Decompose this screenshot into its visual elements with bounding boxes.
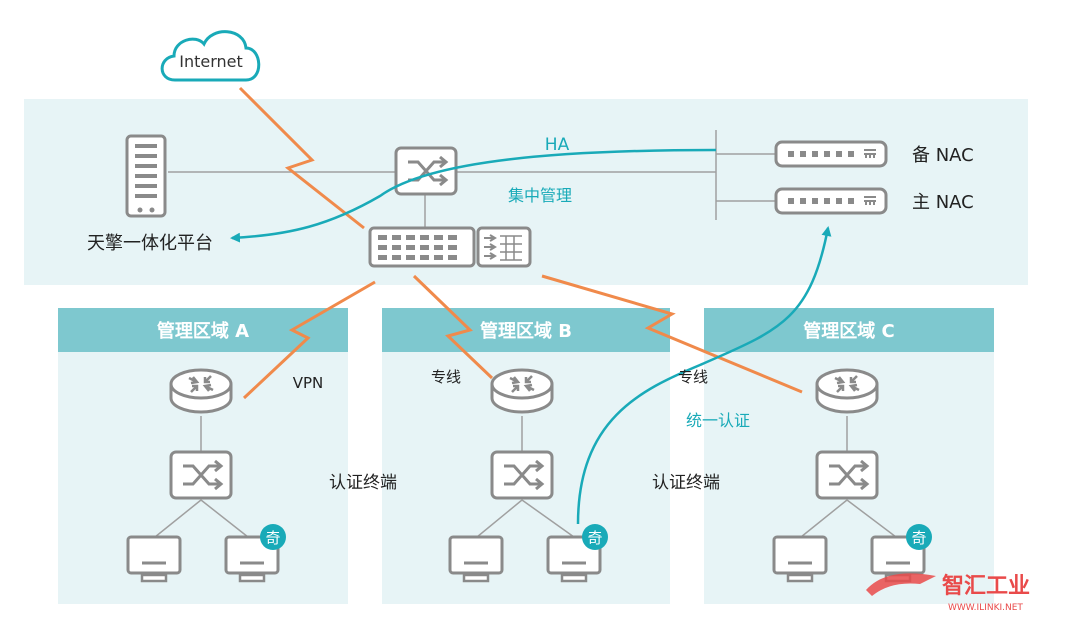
backup-nac-label: 备 NAC <box>912 145 974 166</box>
switch-icon-c <box>815 450 879 500</box>
auth-terminal-label-2: 认证终端 <box>652 473 720 493</box>
core-lines <box>168 130 776 230</box>
internet-label: Internet <box>179 52 243 71</box>
terminal-icon-a1 <box>126 535 182 583</box>
router-icon-a <box>169 368 233 414</box>
vpn-link <box>242 280 376 400</box>
unified-auth-flow <box>576 226 832 525</box>
server-icon <box>125 134 167 218</box>
firewall-icon <box>476 226 532 268</box>
svg-text:奇: 奇 <box>911 529 926 547</box>
agent-badge-a: 奇 <box>260 524 286 550</box>
central-management-label: 集中管理 <box>508 186 572 205</box>
agent-badge-c: 奇 <box>906 524 932 550</box>
internet-cloud-icon: Internet <box>160 30 261 82</box>
svg-text:奇: 奇 <box>587 529 602 547</box>
vpn-label: VPN <box>293 374 324 392</box>
unified-auth-label: 统一认证 <box>686 411 750 430</box>
zone-panel-c: 管理区域 C <box>704 308 994 604</box>
wan-links <box>238 86 803 400</box>
switch-icon-a <box>169 450 233 500</box>
router-icon-b <box>490 368 554 414</box>
auth-terminal-label-1: 认证终端 <box>329 473 397 493</box>
dedicated-link-b <box>412 274 494 380</box>
watermark-logo: 智汇工业 WWW.ILINKI.NET <box>866 573 1030 613</box>
platform-label: 天擎一体化平台 <box>87 233 213 254</box>
zone-title-a: 管理区域 A <box>157 320 249 342</box>
dedicated-link-c <box>541 274 803 394</box>
primary-nac-icon <box>774 187 888 215</box>
switch-icon-b <box>490 450 554 500</box>
dedicated-line-label-c: 专线 <box>678 368 708 386</box>
core-chassis-switch-icon <box>368 226 476 268</box>
primary-nac-label: 主 NAC <box>912 192 974 213</box>
agent-badge-b: 奇 <box>582 524 608 550</box>
zone-title-b: 管理区域 B <box>480 320 572 342</box>
internet-link <box>238 86 365 230</box>
central-management-flow <box>230 148 717 243</box>
terminal-icon-b1 <box>448 535 504 583</box>
ha-label: HA <box>545 135 570 155</box>
router-icon-c <box>815 368 879 414</box>
zone-title-c: 管理区域 C <box>803 320 894 342</box>
dedicated-line-label-b: 专线 <box>431 368 461 386</box>
zone-lines <box>154 416 897 538</box>
terminal-icon-c1 <box>772 535 828 583</box>
watermark-name: 智汇工业 <box>942 573 1030 599</box>
watermark-url: WWW.ILINKI.NET <box>948 603 1023 613</box>
backup-nac-icon <box>774 140 888 168</box>
svg-text:奇: 奇 <box>265 529 280 547</box>
